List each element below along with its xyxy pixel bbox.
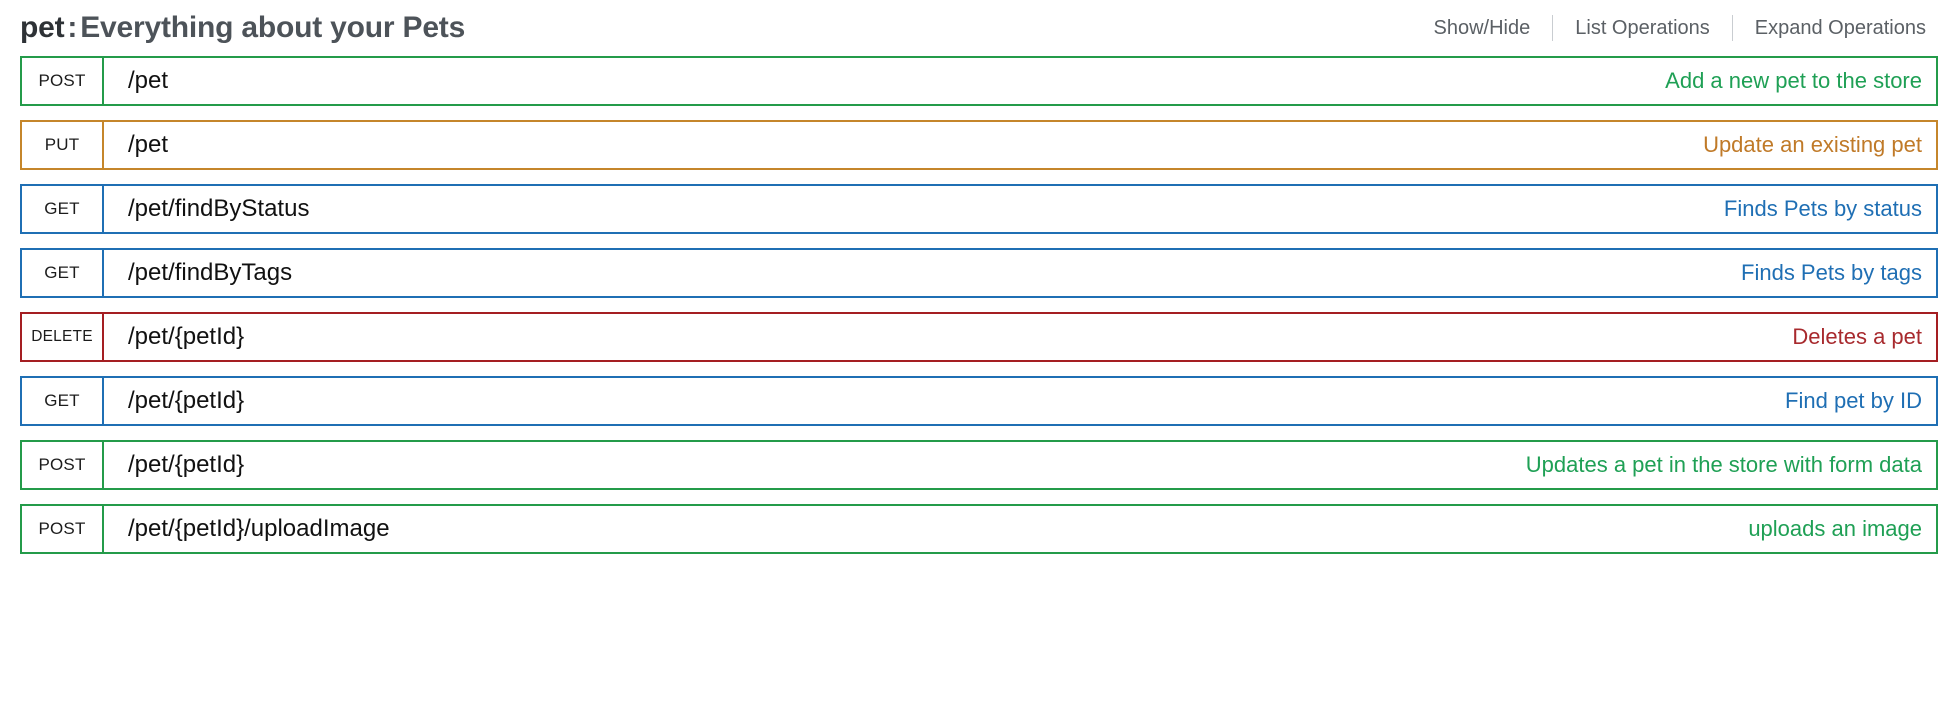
operation-path: /pet/{petId}/uploadImage (128, 515, 390, 542)
options-divider-1 (1552, 15, 1554, 41)
operation-path: /pet/{petId} (128, 387, 245, 414)
options-divider-2 (1731, 15, 1733, 41)
resource-options: Show/Hide List Operations Expand Operati… (1434, 15, 1926, 41)
operations-list: POST /pet Add a new pet to the store PUT… (20, 56, 1938, 554)
operation-row-put-pet[interactable]: PUT /pet Update an existing pet (20, 120, 1938, 170)
list-operations-link[interactable]: List Operations (1575, 17, 1710, 39)
method-badge: GET (22, 250, 104, 296)
method-badge: GET (22, 378, 104, 424)
operation-summary: Finds Pets by tags (1741, 260, 1922, 285)
operation-summary: Deletes a pet (1792, 324, 1922, 349)
operation-row-post-pet-petid[interactable]: POST /pet/{petId} Updates a pet in the s… (20, 440, 1938, 490)
method-badge: DELETE (22, 314, 104, 360)
operation-summary: Update an existing pet (1703, 132, 1922, 157)
show-hide-link[interactable]: Show/Hide (1433, 17, 1531, 39)
operation-summary: Updates a pet in the store with form dat… (1525, 452, 1922, 477)
operation-row-post-pet[interactable]: POST /pet Add a new pet to the store (20, 56, 1938, 106)
operation-row-get-pet-findbytags[interactable]: GET /pet/findByTags Finds Pets by tags (20, 248, 1938, 298)
operation-row-delete-pet-petid[interactable]: DELETE /pet/{petId} Deletes a pet (20, 312, 1938, 362)
resource-tag-name: pet (20, 11, 65, 44)
expand-operations-link[interactable]: Expand Operations (1754, 17, 1926, 39)
method-badge: POST (22, 442, 104, 488)
operation-row-get-pet-petid[interactable]: GET /pet/{petId} Find pet by ID (20, 376, 1938, 426)
title-separator: : (67, 11, 78, 44)
operation-path: /pet/{petId} (128, 451, 245, 478)
operation-row-get-pet-findbystatus[interactable]: GET /pet/findByStatus Finds Pets by stat… (20, 184, 1938, 234)
resource-pet: pet:Everything about your Pets Show/Hide… (20, 0, 1938, 554)
method-badge: PUT (22, 122, 104, 168)
method-badge: GET (22, 186, 104, 232)
operation-path: /pet (128, 67, 169, 94)
operation-summary: Finds Pets by status (1723, 196, 1922, 221)
operation-path: /pet/{petId} (128, 323, 245, 350)
operation-summary: Add a new pet to the store (1665, 68, 1922, 93)
method-badge: POST (22, 58, 104, 104)
resource-header: pet:Everything about your Pets Show/Hide… (20, 0, 1938, 56)
operation-row-post-pet-petid-uploadimage[interactable]: POST /pet/{petId}/uploadImage uploads an… (20, 504, 1938, 554)
page-title[interactable]: pet:Everything about your Pets (20, 13, 465, 43)
operation-path: /pet/findByStatus (128, 195, 310, 222)
operation-summary: Find pet by ID (1785, 388, 1922, 413)
operation-path: /pet/findByTags (128, 259, 293, 286)
resource-tag-description: Everything about your Pets (80, 11, 466, 44)
operation-summary: uploads an image (1748, 516, 1922, 541)
method-badge: POST (22, 506, 104, 552)
operation-path: /pet (128, 131, 169, 158)
